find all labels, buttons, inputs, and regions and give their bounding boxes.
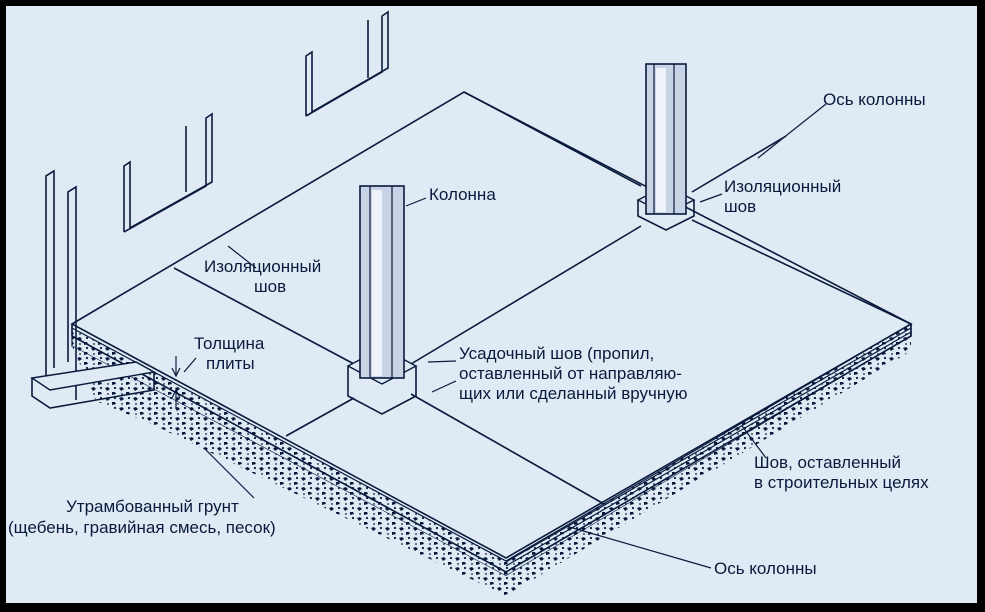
leader-lines xyxy=(205,103,827,569)
label-column-axis-bottom: Ось колонны xyxy=(714,559,817,578)
label-slab-thickness-2: плиты xyxy=(206,354,255,373)
column-center xyxy=(346,185,418,415)
slab-top xyxy=(70,91,913,573)
label-construction-joint-1: Шов, оставленный xyxy=(754,453,901,472)
label-shrinkage-joint-3: щих или сделанный вручную xyxy=(459,384,688,403)
label-construction-joint-2: в строительных целях xyxy=(754,473,929,492)
label-isolation-joint-right-2: шов xyxy=(724,197,756,216)
label-slab-thickness-1: Толщина xyxy=(194,334,265,353)
label-shrinkage-joint-2: оставленный от направляю- xyxy=(459,364,682,383)
labels: Ось колонны Изоляционный шов Колонна Изо… xyxy=(8,90,929,578)
column-right xyxy=(636,63,696,231)
label-column-axis-top: Ось колонны xyxy=(823,90,926,109)
label-isolation-joint-left-2: шов xyxy=(254,277,286,296)
back-wall xyxy=(30,10,389,409)
diagram-canvas: Ось колонны Изоляционный шов Колонна Изо… xyxy=(6,6,977,603)
label-isolation-joint-right-1: Изоляционный xyxy=(724,177,841,196)
label-compacted-soil-2: (щебень, гравийная смесь, песок) xyxy=(8,518,276,537)
slab-diagram: Ось колонны Изоляционный шов Колонна Изо… xyxy=(8,10,929,596)
label-column: Колонна xyxy=(429,185,496,204)
label-compacted-soil-1: Утрамбованный грунт xyxy=(66,497,239,516)
label-shrinkage-joint-1: Усадочный шов (пропил, xyxy=(459,344,654,363)
joint-lines xyxy=(173,91,912,505)
label-isolation-joint-left-1: Изоляционный xyxy=(204,257,321,276)
thickness-marker xyxy=(171,356,197,408)
